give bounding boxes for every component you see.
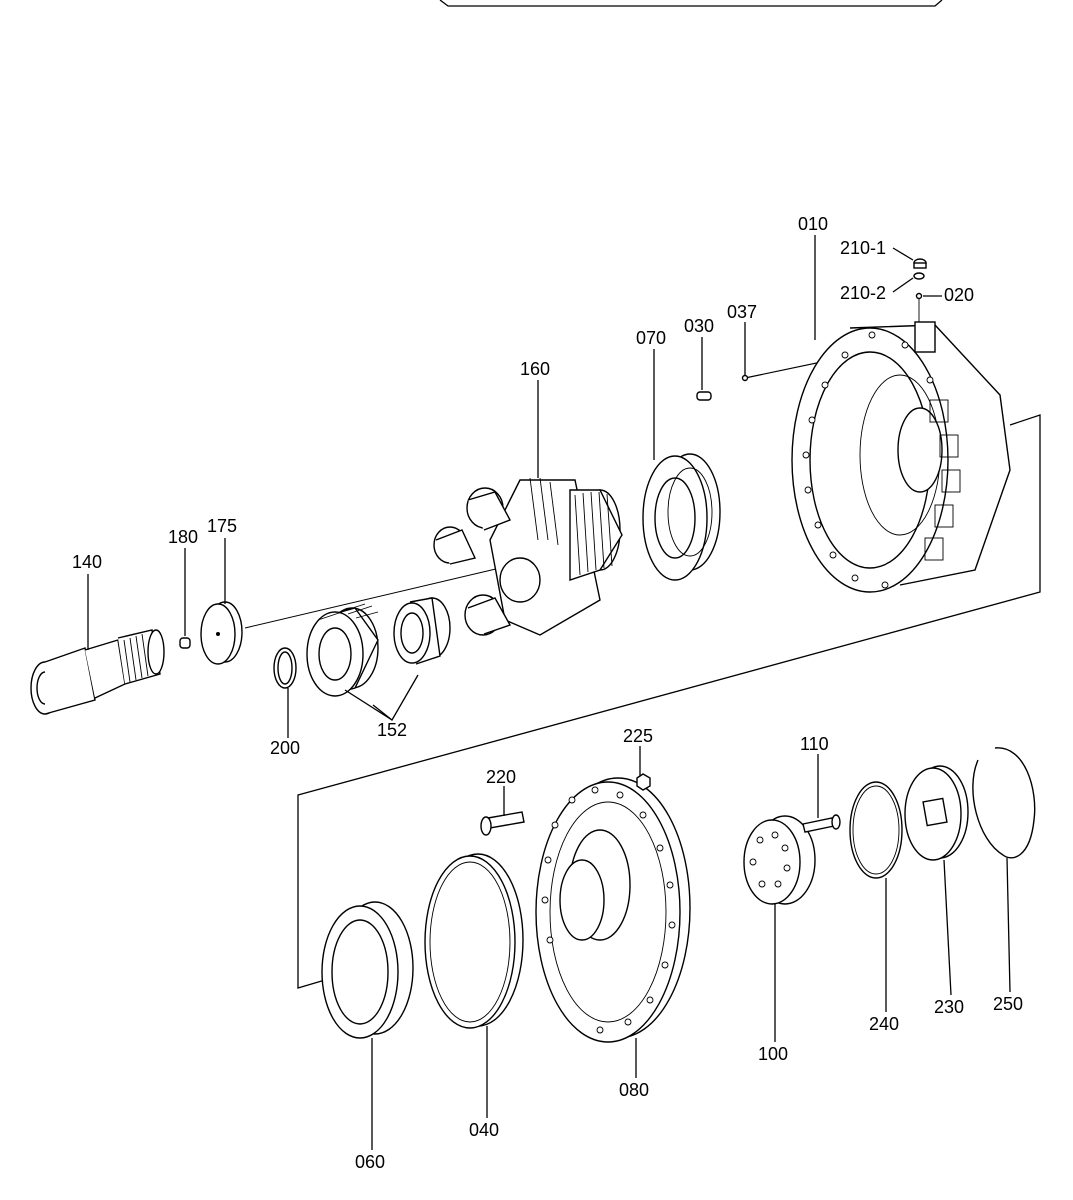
label-040: 040 xyxy=(469,1120,499,1140)
part-040-o-ring xyxy=(424,853,524,1029)
part-210-1-screw-plug xyxy=(913,258,927,269)
label-225: 225 xyxy=(623,726,653,746)
part-220-bolt xyxy=(480,811,525,836)
assembly-frame-line xyxy=(297,414,1041,989)
part-160-planet-carrier xyxy=(433,477,623,636)
part-070-bearing xyxy=(642,453,721,581)
label-200: 200 xyxy=(270,738,300,758)
label-230: 230 xyxy=(934,997,964,1017)
part-210-2-seal-ring xyxy=(913,272,925,280)
axis-line xyxy=(244,567,501,629)
label-037: 037 xyxy=(727,302,757,322)
part-080-hub xyxy=(535,777,691,1043)
label-080: 080 xyxy=(619,1080,649,1100)
label-020: 020 xyxy=(944,285,974,305)
label-152: 152 xyxy=(377,720,407,740)
part-060-seal xyxy=(321,901,414,1039)
part-225-nut xyxy=(636,773,651,791)
label-220: 220 xyxy=(486,767,516,787)
part-200-snap-ring xyxy=(273,647,297,689)
label-010: 010 xyxy=(798,214,828,234)
label-160: 160 xyxy=(520,359,550,379)
part-175-disc xyxy=(200,601,243,665)
part-230-cap xyxy=(904,765,969,861)
label-175: 175 xyxy=(207,516,237,536)
part-020-plug xyxy=(915,292,923,322)
part-140-input-shaft xyxy=(30,629,165,715)
part-100-cover xyxy=(743,815,816,905)
part-010-housing xyxy=(791,321,1011,593)
label-060: 060 xyxy=(355,1152,385,1172)
label-250: 250 xyxy=(993,994,1023,1014)
part-030-plug xyxy=(696,391,712,401)
label-240: 240 xyxy=(869,1014,899,1034)
top-bracket-fragment xyxy=(439,0,943,7)
label-100: 100 xyxy=(758,1044,788,1064)
label-070: 070 xyxy=(636,328,666,348)
label-180: 180 xyxy=(168,527,198,547)
label-030: 030 xyxy=(684,316,714,336)
part-250-retaining-ring xyxy=(972,747,1036,859)
part-180-pin xyxy=(179,637,191,649)
label-210-1: 210-1 xyxy=(840,238,886,258)
leader-lines xyxy=(87,235,1011,1150)
label-110: 110 xyxy=(800,734,829,754)
label-210-2: 210-2 xyxy=(840,283,886,303)
part-240-o-ring xyxy=(849,781,903,879)
part-152-gear-and-bushing xyxy=(306,597,451,697)
label-140: 140 xyxy=(72,552,102,572)
part-110-bolt xyxy=(802,814,841,833)
